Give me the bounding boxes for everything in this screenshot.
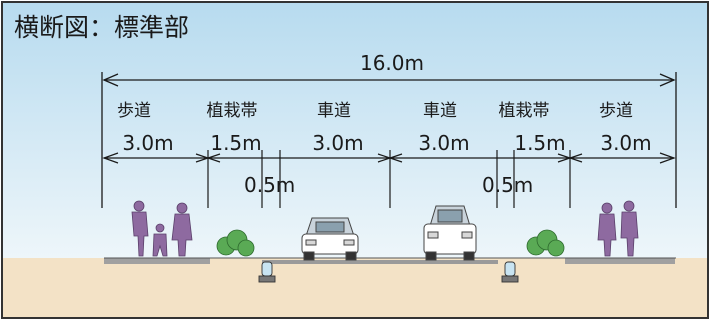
lamp-left-icon [258, 261, 276, 283]
road-surface [104, 257, 676, 264]
segment-name-sidewalk-left: 歩道 [117, 101, 151, 121]
total-width-label: 16.0m [360, 51, 424, 75]
segment-width-planting-right: 1.5m [514, 131, 565, 155]
ground [2, 258, 708, 318]
pedestrians-left-icon [131, 200, 193, 257]
segment-name-planting-right: 植栽帯 [499, 101, 550, 121]
page-title: 横断図：標準部 [14, 13, 189, 42]
segment-width-road-left: 3.0m [312, 131, 363, 155]
segment-width-road-right: 3.0m [418, 131, 469, 155]
segment-dimension-line [102, 150, 676, 208]
segment-name-road-left: 車道 [317, 101, 351, 121]
median-gap-left-label: 0.5m [244, 173, 295, 197]
shrub-left-icon [216, 229, 255, 257]
segment-width-sidewalk-left: 3.0m [122, 131, 173, 155]
total-width-dimension [101, 72, 677, 208]
segment-name-planting-left: 植栽帯 [207, 101, 258, 121]
car-right-icon [423, 205, 477, 261]
segment-name-road-right: 車道 [423, 101, 457, 121]
pedestrians-right-icon [597, 200, 639, 257]
car-left-icon [301, 217, 359, 261]
shrub-right-icon [526, 229, 565, 257]
sky-background [2, 2, 708, 260]
segment-name-sidewalk-right: 歩道 [599, 101, 633, 121]
lamp-right-icon [501, 261, 519, 283]
segment-width-planting-left: 1.5m [210, 131, 261, 155]
median-gap-right-label: 0.5m [482, 173, 533, 197]
segment-width-sidewalk-right: 3.0m [600, 131, 651, 155]
